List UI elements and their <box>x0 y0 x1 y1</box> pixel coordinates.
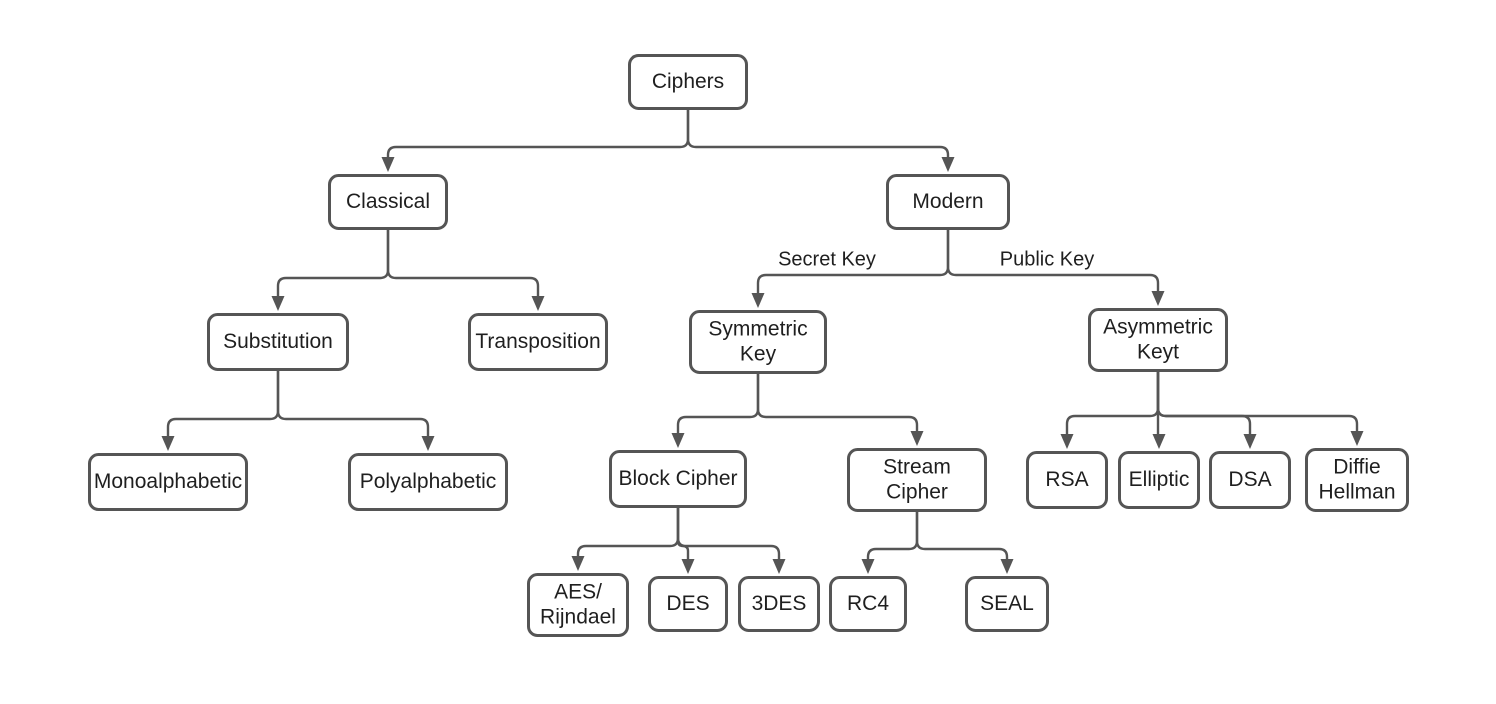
node-label-aes-rijndael: AES/Rijndael <box>540 580 616 628</box>
edge-block-cipher-to-aes-rijndael <box>571 508 680 571</box>
node-3des[interactable]: 3DES <box>738 576 820 632</box>
node-label-3des: 3DES <box>752 592 807 615</box>
edge-substitution-to-polyalphabetic <box>276 371 435 451</box>
edge-asymmetric-to-rsa <box>1060 372 1160 449</box>
secret-key-label: Secret Key <box>778 248 876 270</box>
edge-asymmetric-to-diffie-hellman <box>1156 372 1364 446</box>
node-seal[interactable]: SEAL <box>965 576 1049 632</box>
edge-block-cipher-to-3des <box>676 508 786 574</box>
edge-symmetric-to-stream-cipher <box>756 374 924 446</box>
edge-labels-layer: Secret Key Public Key <box>778 248 1094 270</box>
node-block-cipher[interactable]: Block Cipher <box>609 450 747 508</box>
node-label-transposition: Transposition <box>475 330 600 353</box>
node-rsa[interactable]: RSA <box>1026 451 1108 509</box>
node-label-monoalphabetic: Monoalphabetic <box>94 470 242 493</box>
edge-ciphers-to-modern <box>686 110 955 172</box>
edge-modern-to-asymmetric <box>946 230 1165 306</box>
edge-ciphers-to-classical <box>381 110 690 172</box>
edge-substitution-to-monoalphabetic <box>161 371 280 451</box>
node-transposition[interactable]: Transposition <box>468 313 608 371</box>
node-aes-rijndael[interactable]: AES/Rijndael <box>527 573 629 637</box>
node-label-rsa: RSA <box>1045 468 1088 491</box>
node-monoalphabetic[interactable]: Monoalphabetic <box>88 453 248 511</box>
edge-asymmetric-to-dsa <box>1156 372 1257 449</box>
edge-symmetric-to-block-cipher <box>671 374 760 448</box>
node-dsa[interactable]: DSA <box>1209 451 1291 509</box>
node-label-substitution: Substitution <box>223 330 333 353</box>
node-label-block-cipher: Block Cipher <box>618 467 737 490</box>
node-ciphers[interactable]: Ciphers <box>628 54 748 110</box>
edge-classical-to-substitution <box>271 230 390 311</box>
node-label-seal: SEAL <box>980 592 1034 615</box>
node-label-polyalphabetic: Polyalphabetic <box>360 470 497 493</box>
node-elliptic[interactable]: Elliptic <box>1118 451 1200 509</box>
node-classical[interactable]: Classical <box>328 174 448 230</box>
node-modern[interactable]: Modern <box>886 174 1010 230</box>
edge-classical-to-transposition <box>386 230 545 311</box>
public-key-label: Public Key <box>1000 248 1095 270</box>
node-substitution[interactable]: Substitution <box>207 313 349 371</box>
node-label-classical: Classical <box>346 190 430 213</box>
node-label-modern: Modern <box>912 190 983 213</box>
edge-block-cipher-to-des <box>676 508 695 574</box>
node-label-elliptic: Elliptic <box>1129 468 1190 491</box>
node-rc4[interactable]: RC4 <box>829 576 907 632</box>
node-polyalphabetic[interactable]: Polyalphabetic <box>348 453 508 511</box>
node-label-rc4: RC4 <box>847 592 889 615</box>
edge-stream-cipher-to-rc4 <box>861 512 919 574</box>
node-des[interactable]: DES <box>648 576 728 632</box>
node-label-ciphers: Ciphers <box>652 70 724 93</box>
edges-layer <box>161 110 1364 574</box>
node-label-des: DES <box>666 592 709 615</box>
node-label-dsa: DSA <box>1228 468 1271 491</box>
edge-stream-cipher-to-seal <box>915 512 1014 574</box>
